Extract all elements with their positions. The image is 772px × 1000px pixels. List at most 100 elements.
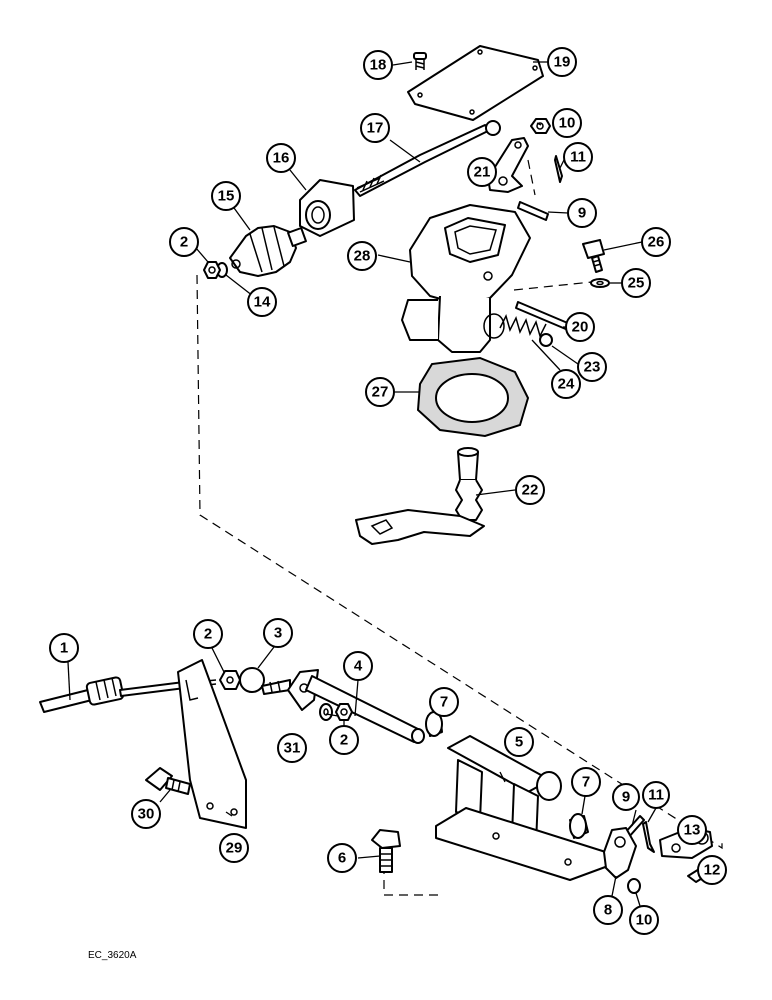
callout-28: 28 — [347, 241, 377, 271]
callout-1: 1 — [49, 633, 79, 663]
bracket-part — [299, 179, 355, 237]
callout-label: 30 — [138, 806, 155, 823]
control-rod-part — [354, 120, 501, 197]
bush-part — [425, 711, 443, 737]
lever-part — [487, 137, 529, 193]
callout-label: 9 — [578, 205, 586, 222]
callout-9: 9 — [612, 783, 640, 811]
selector-lever-part — [287, 669, 425, 744]
callout-26: 26 — [641, 227, 671, 257]
screw-part — [413, 52, 427, 70]
callout-7: 7 — [429, 687, 459, 717]
callout-label: 10 — [559, 115, 576, 132]
callout-21: 21 — [467, 157, 497, 187]
callout-10: 10 — [629, 905, 659, 935]
callout-label: 24 — [558, 376, 575, 393]
callout-label: 15 — [218, 188, 235, 205]
callout-label: 11 — [570, 149, 586, 166]
nut-part — [219, 670, 241, 690]
pin-part — [515, 301, 571, 331]
callout-label: 2 — [204, 626, 212, 643]
nut-part — [335, 703, 353, 721]
callout-2: 2 — [329, 725, 359, 755]
bolt-part — [145, 767, 191, 795]
split-pin-part — [554, 155, 563, 183]
callout-label: 18 — [370, 57, 387, 74]
callout-label: 6 — [338, 850, 346, 867]
callout-2: 2 — [193, 619, 223, 649]
callout-label: 29 — [226, 840, 243, 857]
washer-part — [530, 118, 551, 134]
callout-label: 27 — [372, 384, 389, 401]
callout-2: 2 — [169, 227, 199, 257]
callout-label: 16 — [273, 150, 290, 167]
callout-27: 27 — [365, 377, 395, 407]
washer-part — [319, 703, 333, 721]
figure-caption: EC_3620A — [88, 950, 137, 961]
callout-label: 3 — [274, 625, 282, 642]
callout-14: 14 — [247, 287, 277, 317]
callout-19: 19 — [547, 47, 577, 77]
callout-24: 24 — [551, 369, 581, 399]
callout-label: 26 — [648, 234, 665, 251]
callout-20: 20 — [565, 312, 595, 342]
callout-label: 31 — [284, 740, 301, 757]
callout-label: 25 — [628, 275, 645, 292]
gasket-part — [416, 356, 530, 438]
callout-15: 15 — [211, 181, 241, 211]
callout-7: 7 — [571, 767, 601, 797]
callout-16: 16 — [266, 143, 296, 173]
callout-30: 30 — [131, 799, 161, 829]
callout-13: 13 — [677, 815, 707, 845]
washer-part — [627, 878, 641, 894]
callout-11: 11 — [642, 781, 670, 809]
gear-lever-housing-part — [401, 204, 531, 353]
callout-label: 20 — [572, 319, 589, 336]
washer-part — [590, 278, 610, 288]
callout-label: 10 — [636, 912, 653, 929]
callout-label: 9 — [622, 789, 630, 806]
callout-6: 6 — [327, 843, 357, 873]
rubber-boot-part — [229, 225, 307, 277]
callout-label: 17 — [367, 120, 384, 137]
callout-5: 5 — [504, 727, 534, 757]
callout-11: 11 — [563, 142, 593, 172]
nut-part — [203, 261, 221, 279]
callout-17: 17 — [360, 113, 390, 143]
ball-part — [539, 333, 553, 347]
callout-label: 1 — [60, 640, 68, 657]
callout-label: 21 — [474, 164, 491, 181]
bush-part — [569, 813, 589, 839]
callout-10: 10 — [552, 108, 582, 138]
bolt-part — [582, 239, 605, 273]
callout-label: 28 — [354, 248, 371, 265]
callout-label: 7 — [582, 774, 590, 791]
lever-part — [603, 827, 637, 879]
callout-label: 19 — [554, 54, 571, 71]
callout-9: 9 — [567, 198, 597, 228]
callout-label: 2 — [180, 234, 188, 251]
bolt-part — [371, 829, 401, 873]
callout-3: 3 — [263, 618, 293, 648]
callout-label: 12 — [704, 862, 721, 879]
callout-label: 13 — [684, 822, 701, 839]
callout-12: 12 — [697, 855, 727, 885]
callout-4: 4 — [343, 651, 373, 681]
callout-label: 2 — [340, 732, 348, 749]
callout-8: 8 — [593, 895, 623, 925]
split-pin-part — [642, 821, 655, 853]
callout-label: 8 — [604, 902, 612, 919]
ball-joint-part — [239, 667, 291, 695]
callout-label: 7 — [440, 694, 448, 711]
bracket-plate-part — [177, 659, 247, 829]
selector-shaft-part — [355, 447, 485, 545]
mounting-bracket-part — [435, 735, 613, 881]
callout-label: 23 — [584, 359, 601, 376]
cover-plate-part — [407, 45, 544, 121]
callout-23: 23 — [577, 352, 607, 382]
callout-22: 22 — [515, 475, 545, 505]
callout-29: 29 — [219, 833, 249, 863]
callout-label: 11 — [648, 787, 664, 804]
callout-label: 14 — [254, 294, 271, 311]
